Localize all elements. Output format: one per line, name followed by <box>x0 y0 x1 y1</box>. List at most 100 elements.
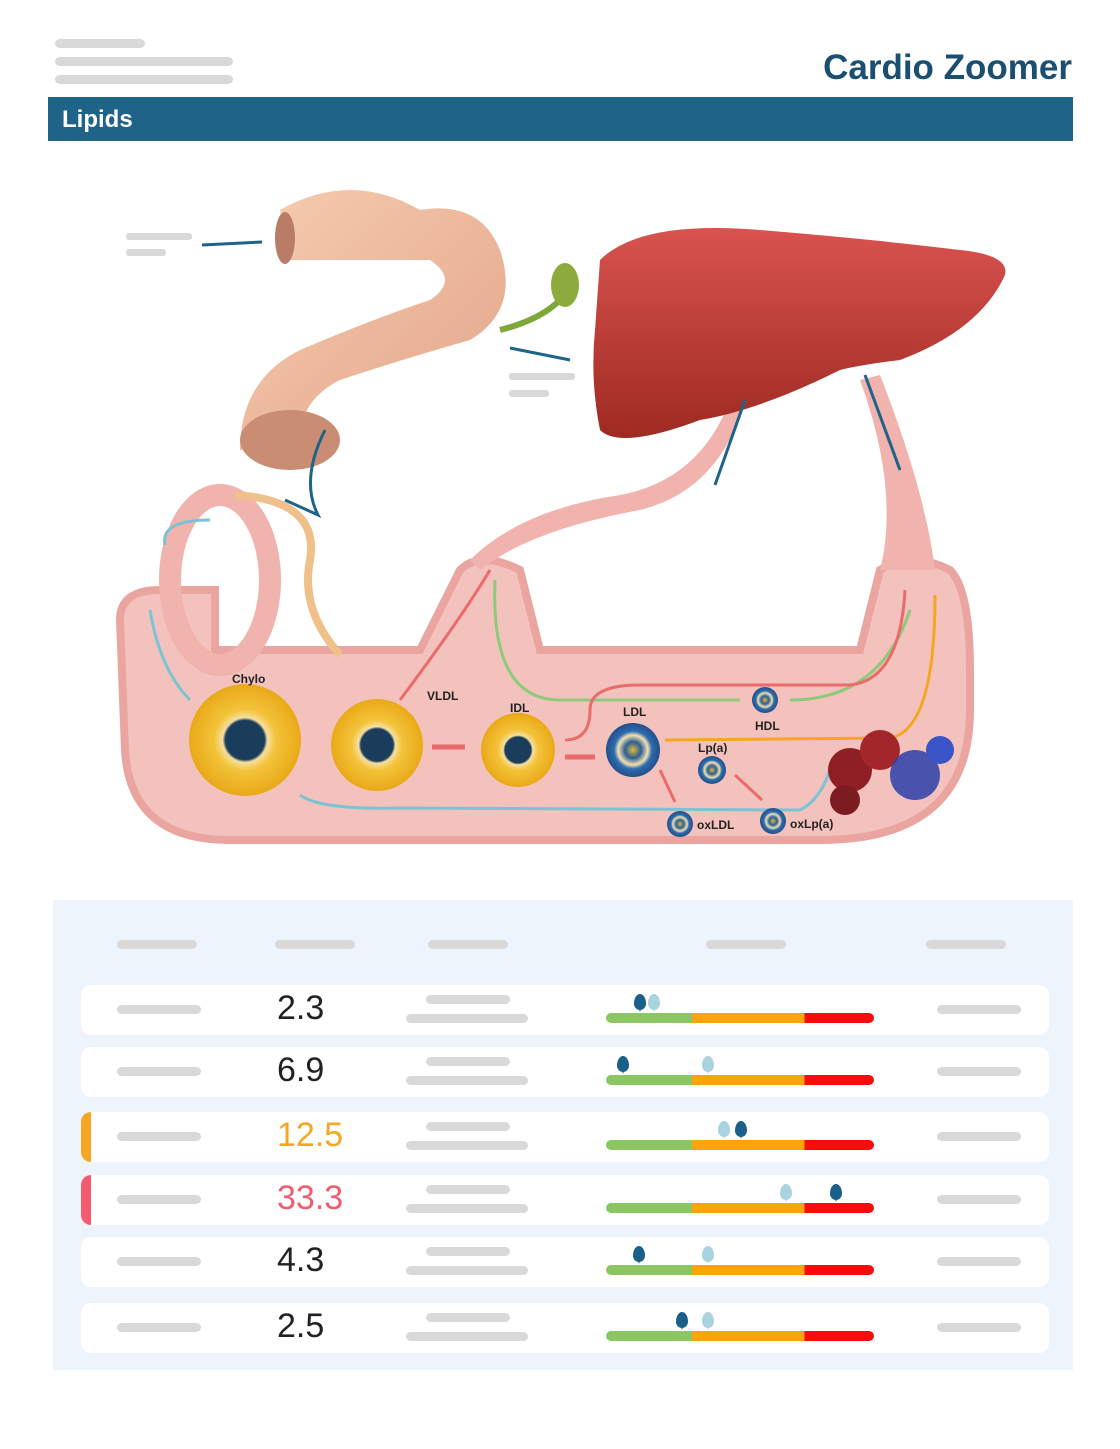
patient-marker-icon <box>735 1121 748 1139</box>
intestine <box>240 190 506 450</box>
vessel-branch-return <box>860 375 935 570</box>
result-value: 6.9 <box>277 1051 325 1089</box>
table-row[interactable]: 4.3 <box>81 1237 1049 1287</box>
table-row[interactable]: 6.9 <box>81 1047 1049 1097</box>
placeholder-line <box>406 1141 528 1150</box>
placeholder-line <box>55 57 233 66</box>
table-row[interactable]: 33.3 <box>81 1175 1049 1225</box>
result-value: 2.5 <box>277 1307 325 1345</box>
flow-arrows <box>201 240 902 519</box>
chylomicron-particle <box>189 684 301 796</box>
result-value: 2.3 <box>277 989 325 1027</box>
patient-marker-icon <box>616 1056 629 1074</box>
lpa-particle <box>698 756 726 784</box>
reference-marker-icon <box>701 1312 714 1330</box>
reference-marker-icon <box>780 1184 793 1202</box>
label-lpa: Lp(a) <box>698 741 727 755</box>
range-bar <box>606 1312 874 1341</box>
placeholder-line <box>55 75 233 84</box>
placeholder-line <box>406 1014 528 1023</box>
vessel-loop <box>159 484 281 676</box>
patient-marker-icon <box>676 1312 689 1330</box>
placeholder-line <box>117 1323 201 1332</box>
placeholder-line <box>426 995 510 1004</box>
patient-marker-icon <box>632 1246 645 1264</box>
reference-marker-icon <box>717 1121 730 1139</box>
vldl-particle <box>331 699 423 791</box>
placeholder-line <box>426 1122 510 1131</box>
placeholder-line <box>426 1057 510 1066</box>
label-oxlpa: oxLp(a) <box>790 817 833 831</box>
result-value: 4.3 <box>277 1241 325 1279</box>
table-row[interactable]: 2.5 <box>81 1303 1049 1353</box>
intestine-inlet <box>275 212 295 264</box>
blood-vessel <box>115 556 974 844</box>
placeholder-line <box>426 1185 510 1194</box>
intestine-opening <box>240 410 340 470</box>
column-header <box>706 940 786 949</box>
label-ldl: LDL <box>623 705 646 719</box>
brand-title: Cardio Zoomer <box>823 48 1072 87</box>
placeholder-line <box>406 1076 528 1085</box>
column-header <box>428 940 508 949</box>
label-chylo: Chylo <box>232 672 265 686</box>
placeholder-line <box>55 39 145 48</box>
range-bar <box>606 1121 874 1150</box>
placeholder-line <box>117 1067 201 1076</box>
table-row[interactable]: 2.3 <box>81 985 1049 1035</box>
placeholder-line <box>937 1195 1021 1204</box>
vessel-branch-liver <box>470 400 745 570</box>
result-value: 33.3 <box>277 1179 344 1217</box>
placeholder-line <box>426 1313 510 1322</box>
hdl-particle <box>752 687 778 713</box>
ldl-particle <box>606 723 660 777</box>
patient-marker-icon <box>829 1184 842 1202</box>
placeholder-line <box>426 1247 510 1256</box>
reference-marker-icon <box>701 1056 714 1074</box>
oxlpa-particle <box>760 808 786 834</box>
placeholder-line <box>937 1005 1021 1014</box>
label-hdl: HDL <box>755 719 780 733</box>
plaque-cells <box>828 730 954 815</box>
table-row[interactable]: 12.5 <box>81 1112 1049 1162</box>
placeholder-line <box>937 1323 1021 1332</box>
placeholder-line <box>937 1067 1021 1076</box>
result-value: 12.5 <box>277 1116 344 1154</box>
section-header: Lipids <box>48 97 1073 141</box>
idl-particle <box>481 713 555 787</box>
liver <box>593 228 1006 438</box>
placeholder-line <box>117 1132 201 1141</box>
lipid-metabolism-diagram: Chylo VLDL IDL LDL HDL Lp(a) oxLDL oxLp(… <box>115 190 1006 844</box>
placeholder-line <box>117 1257 201 1266</box>
reference-marker-icon <box>647 994 660 1012</box>
patient-marker-icon <box>634 994 647 1012</box>
oxldl-particle <box>667 811 693 837</box>
placeholder-line <box>406 1204 528 1213</box>
range-bar <box>606 1184 874 1213</box>
label-idl: IDL <box>510 701 529 715</box>
gallbladder <box>551 263 579 307</box>
diagram-placeholders <box>126 233 575 397</box>
status-flag <box>81 1112 91 1162</box>
label-oxldl: oxLDL <box>697 818 734 832</box>
reference-marker-icon <box>701 1246 714 1264</box>
placeholder-line <box>937 1132 1021 1141</box>
label-vldl: VLDL <box>427 689 458 703</box>
lipoprotein-flow-arrows <box>148 518 937 812</box>
lymph-duct <box>234 491 343 658</box>
range-bar <box>606 1056 874 1085</box>
status-flag <box>81 1175 91 1225</box>
placeholder-line <box>117 1195 201 1204</box>
range-bar <box>606 994 874 1023</box>
range-bar <box>606 1246 874 1275</box>
placeholder-line <box>937 1257 1021 1266</box>
placeholder-line <box>117 1005 201 1014</box>
column-header <box>275 940 355 949</box>
bile-duct <box>499 297 563 333</box>
placeholder-line <box>406 1332 528 1341</box>
placeholder-line <box>406 1266 528 1275</box>
results-table: 2.3 6.9 12.5 33.3 4.3 2.5 <box>53 900 1073 1370</box>
section-title: Lipids <box>62 106 133 133</box>
column-header <box>926 940 1006 949</box>
column-header <box>117 940 197 949</box>
